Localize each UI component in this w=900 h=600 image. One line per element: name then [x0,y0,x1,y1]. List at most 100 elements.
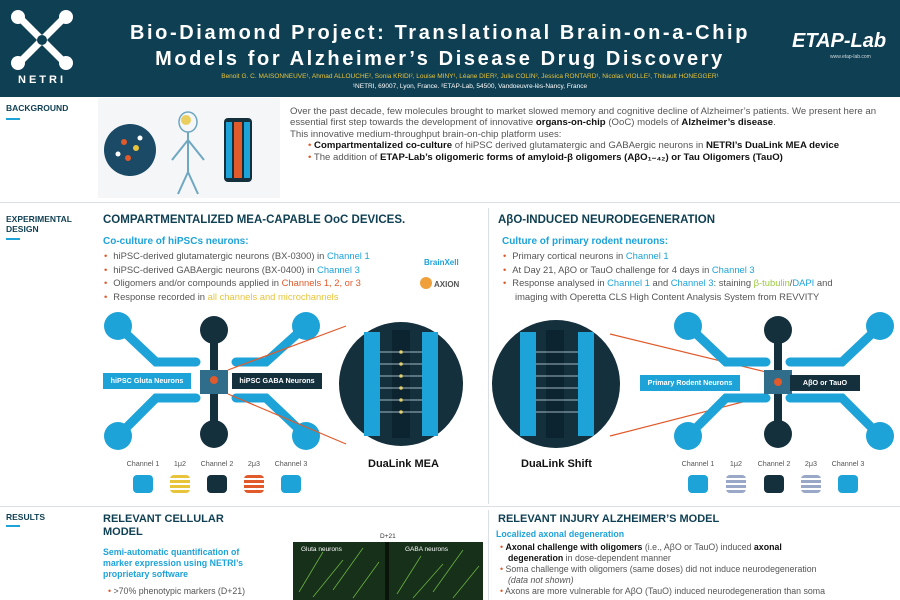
results-right-subtitle: Localized axonal degeneration [496,529,625,539]
arrow-label-gaba: hiPSC GABA Neurons [232,373,322,389]
bg-b1-c: NETRI’s DuaLink MEA device [705,140,840,152]
legend-label: Channel 3 [831,459,865,468]
li-text: Oligomers and/or compounds applied in [113,277,282,288]
bg-b1-b: of hiPSC derived glutamatergic and GABAe… [452,140,706,152]
left-section-title: COMPARTMENTALIZED MEA-CAPABLE OoC DEVICE… [103,214,406,226]
legend-label: Channel 2 [200,459,234,468]
list-item: At Day 21, AβO or TauO challenge for 4 d… [503,263,895,277]
results-left-bullet-text: >70% phenotypic markers (D+21) [113,586,246,596]
li-text: Response analysed in [512,277,608,288]
list-item: Oligomers and/or compounds applied in Ch… [104,276,424,290]
li-channel: all channels and microchannels [207,290,339,302]
background-intro: This innovative medium-throughput brain-… [290,128,562,140]
background-illustration [98,98,280,198]
legend-swatch [801,475,821,493]
micro-label-left: Gluta neurons [301,546,342,553]
section-label-line-2: DESIGN [6,224,39,234]
section-label-results: RESULTS [6,512,46,522]
microscopy-texture [293,542,483,600]
rr-b1-c: axonal [753,542,782,552]
legend-label: 2μ3 [247,459,261,468]
bg-highlight-ooc: organs-on-chip [535,117,606,129]
legend-swatch [764,475,784,493]
left-list: hiPSC-derived glutamatergic neurons (BX-… [104,249,424,303]
li-text: : staining [713,277,754,288]
dualink-shift-diagram [492,312,894,450]
results-left-bullet: • >70% phenotypic markers (D+21) [108,586,246,596]
legend-swatch [281,475,301,493]
results-left-subtitle: Semi-automatic quantification of marker … [103,547,285,580]
li-channel: Channel 3 [711,263,755,275]
background-list: • Compartmentalized co-culture of hiPSC … [308,140,890,163]
li-text: AβO or TauO challenge for 4 days in [558,263,712,275]
netri-logo-icon [11,10,73,70]
poster-title: Bio-Diamond Project: Translational Brain… [90,20,790,72]
title-line-2: Models for Alzheimer’s Disease Drug Disc… [155,48,725,70]
affiliations: ¹NETRI, 69007, Lyon, France. ²ETAP-Lab, … [352,83,588,90]
dualink-mea-diagram [104,312,463,450]
bg-text-3: . [773,117,776,129]
li-channel: Channel 1 [326,250,370,261]
section-label-experimental: EXPERIMENTAL DESIGN [6,214,72,234]
li-text: and [649,277,671,288]
background-bullet-2: • The addition of ETAP-Lab’s oligomeric … [308,151,783,163]
li-channel: Channel 1 [625,250,669,261]
results-left-title-line-2: MODEL [103,526,143,538]
legend-swatch [688,475,708,493]
microscopy-image: Gluta neurons GABA neurons [293,542,483,600]
legend-swatch [244,475,264,493]
list-item: Primary cortical neurons in Channel 1 [503,249,895,263]
section-underline [6,238,20,240]
divider [0,506,900,507]
list-item: Response analysed in Channel 1 and Chann… [503,276,895,303]
arrow-label-gluta: hiPSC Gluta Neurons [103,373,191,389]
section-label-background: BACKGROUND [6,103,69,113]
etap-lab-url: www.etap-lab.com [830,54,871,60]
bg-text-1: Over the past decade, few molecules brou… [290,106,877,129]
li-stain: DAPI [792,277,815,288]
legend-swatch [133,475,153,493]
legend-swatch [726,475,746,493]
results-right-bullet-3: • Axons are more vulnerable for AβO (Tau… [500,586,826,596]
li-text: At Day 21, [512,263,559,275]
li-text: / [789,277,793,288]
li-stain: β-tubulin [753,277,790,288]
list-item: hiPSC-derived glutamatergic neurons (BX-… [104,249,424,263]
li-text: hiPSC-derived GABAergic neurons (BX-0400… [113,263,318,275]
divider [0,202,900,203]
li-channel: Channel 3 [670,277,714,288]
bg-b1-a: Compartmentalized co-culture [314,140,453,152]
etap-lab-logo: ETAP-Lab [792,30,887,52]
li-channel: Channels 1, 2, or 3 [281,277,361,288]
bg-b2-a: The addition of [313,151,380,163]
rr-b2: Soma challenge with oligomers (same dose… [505,564,817,574]
bg-text-2: (OoC) models of [605,117,682,129]
rr-b1-e: in dose-dependent manner [563,553,671,563]
section-label-line-1: EXPERIMENTAL [6,214,72,224]
legend-label: 2μ3 [804,459,818,468]
legend-swatch [207,475,227,493]
arrow-label-abo: AβO or TauO [790,375,860,391]
results-right-list: • Axonal challenge with oligomers (i.e.,… [500,542,890,597]
legend-label: 1μ2 [173,459,187,468]
list-item: hiPSC-derived GABAergic neurons (BX-0400… [104,263,424,277]
column-divider [488,208,489,504]
results-left-title-line-1: RELEVANT CELLULAR [103,513,224,525]
netri-logo: NETRI [6,8,78,90]
axion-logo: AXION [434,280,460,289]
brainxell-logo: BrainXell [424,258,459,267]
chip-name-shift: DuaLink Shift [521,458,592,470]
li-channel: Channel 1 [607,277,650,288]
results-left-sub-line-3: proprietary software [103,569,189,579]
legend-swatch [838,475,858,493]
authors: Benoit G. C. MAISONNEUVE¹, Ahmad ALLOUCH… [221,73,719,80]
rr-b3: Axons are more vulnerable for AβO (TauO)… [505,586,826,596]
results-right-bullet-2: • Soma challenge with oligomers (same do… [500,564,817,585]
right-list: Primary cortical neurons in Channel 1 At… [503,249,895,303]
bg-b2-b: ETAP-Lab’s oligomeric forms of amyloid-β… [380,151,783,163]
legend-swatch [170,475,190,493]
rr-b1-b: (i.e., AβO or TauO) induced [642,542,754,552]
results-left-sub-line-1: Semi-automatic quantification of [103,547,240,557]
li-text: Primary cortical neurons in [512,250,626,261]
background-text: Over the past decade, few molecules brou… [290,106,890,163]
